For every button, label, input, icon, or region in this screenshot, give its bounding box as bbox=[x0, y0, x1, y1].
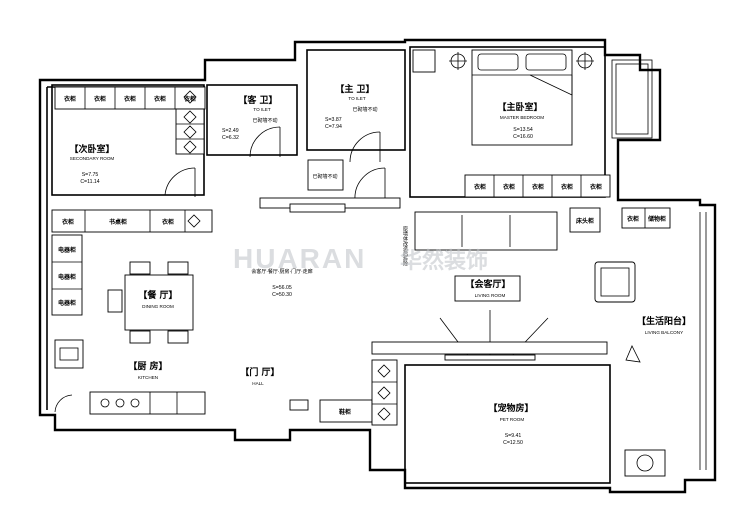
cabinet-label: 衣柜 bbox=[590, 183, 602, 191]
room-en: HALL bbox=[252, 381, 264, 386]
public-area-c: C=50.30 bbox=[272, 292, 292, 298]
kitchen-counter bbox=[89, 391, 206, 415]
room-en: TO ILET bbox=[253, 107, 270, 112]
sink bbox=[54, 339, 84, 369]
corridor-block: 已砌墙不动 bbox=[259, 159, 401, 213]
room-area: S=3.87 bbox=[325, 117, 342, 123]
room-area: S=2.49 bbox=[222, 128, 239, 134]
room-en: MASTER BEDROOM bbox=[500, 115, 544, 120]
watermark: HUARAN 华然装饰 bbox=[233, 243, 488, 274]
cabinet-label: 衣柜 bbox=[561, 183, 573, 191]
public-area-label: 会客厅·餐厅·厨房·门厅·走廊 bbox=[251, 268, 312, 275]
room-area: S=7.75 bbox=[82, 172, 99, 178]
cabinet-label: 衣柜 bbox=[532, 183, 544, 191]
armchair bbox=[594, 261, 636, 303]
room-name: 【次卧室】 bbox=[69, 143, 114, 155]
cabinet-label: 衣柜 bbox=[154, 95, 166, 103]
cabinet-label: 床头柜 bbox=[576, 217, 594, 225]
room-area: S=9.41 bbox=[505, 433, 522, 439]
pet-room: 【宠物房】 PET ROOM S=9.41 C=12.50 bbox=[404, 364, 611, 484]
room-en: LIVING ROOM bbox=[475, 293, 506, 298]
room-en: TO ILET bbox=[348, 96, 365, 101]
watermark-cjk: 华然装饰 bbox=[400, 248, 488, 274]
room-name: 【厨 房】 bbox=[128, 360, 167, 372]
wardrobe-master bbox=[464, 174, 611, 198]
door-swing bbox=[354, 167, 386, 201]
room-perimeter: C=12.50 bbox=[503, 440, 523, 446]
side-cabinet bbox=[175, 108, 205, 155]
room-en: DINING ROOM bbox=[142, 304, 174, 309]
wall-note-vertical: 原墙体改造后拆除 bbox=[402, 226, 408, 266]
room-perimeter: C=6.32 bbox=[222, 135, 239, 141]
room-name: 【主卧室】 bbox=[497, 101, 542, 113]
bed bbox=[471, 49, 573, 146]
guest-toilet: 【客 卫】 TO ILET 已砌墙不动 S=2.49 C=6.32 bbox=[206, 84, 298, 158]
cabinet-label: 衣柜 bbox=[124, 95, 136, 103]
room-perimeter: C=7.94 bbox=[325, 124, 342, 130]
storage-cabinet bbox=[371, 359, 398, 426]
cabinet-label: 衣柜 bbox=[503, 183, 515, 191]
cabinet-label: 书桌柜 bbox=[109, 218, 127, 226]
cabinet-label: 电器柜 bbox=[58, 273, 76, 281]
washing-machine bbox=[624, 449, 666, 477]
nightstand bbox=[412, 49, 436, 73]
watermark-latin: HUARAN bbox=[233, 243, 366, 274]
public-area: 会客厅·餐厅·厨房·门厅·走廊 S=56.05 C=50.30 bbox=[251, 268, 312, 298]
cabinet-label: 衣柜 bbox=[474, 183, 486, 191]
wall-note: 已砌墙不动 bbox=[252, 117, 277, 124]
hall: 【门 厅】 HALL 鞋柜 bbox=[240, 359, 398, 426]
master-bedroom: 【主卧室】 MASTER BEDROOM S=13.54 C=16.60 衣柜 … bbox=[409, 46, 653, 198]
room-name: 【主 卫】 bbox=[335, 83, 374, 95]
cabinet-label: 鞋柜 bbox=[339, 408, 351, 416]
dining-table bbox=[124, 274, 194, 331]
room-en: LIVING BALCONY bbox=[645, 330, 683, 335]
room-name: 【宠物房】 bbox=[488, 402, 533, 414]
cabinet-label: 衣柜 bbox=[94, 95, 106, 103]
cabinet-label: 电器柜 bbox=[58, 246, 76, 254]
door-swing bbox=[349, 131, 381, 163]
wall-note: 已砌墙不动 bbox=[352, 106, 377, 113]
cabinet-label: 衣柜 bbox=[162, 218, 174, 226]
cabinet-label: 衣柜 bbox=[64, 95, 76, 103]
cabinet-label: 电器柜 bbox=[58, 299, 76, 307]
room-en: SECONDARY ROOM bbox=[70, 156, 115, 161]
wardrobe-top bbox=[54, 86, 206, 110]
cabinet-label: 储物柜 bbox=[647, 215, 666, 223]
cabinet-label: 衣柜 bbox=[627, 215, 639, 223]
corridor-cabinets: 衣柜 书桌柜 衣柜 bbox=[51, 209, 213, 233]
dining-kitchen: 电器柜 电器柜 电器柜 【餐 厅】 DINING ROOM 【厨 房】 KITC… bbox=[51, 234, 206, 415]
room-name: 【会客厅】 bbox=[465, 278, 510, 290]
room-area: S=13.54 bbox=[513, 127, 533, 133]
master-toilet: 【主 卫】 TO ILET 已砌墙不动 S=3.87 C=7.94 bbox=[306, 49, 406, 163]
cabinet-label: 衣柜 bbox=[62, 218, 74, 226]
door-swing bbox=[249, 126, 281, 158]
room-perimeter: C=11.14 bbox=[80, 179, 99, 185]
room-en: PET ROOM bbox=[500, 417, 525, 422]
room-en: KITCHEN bbox=[138, 375, 158, 380]
room-name: 【生活阳台】 bbox=[637, 315, 691, 327]
room-name: 【餐 厅】 bbox=[138, 289, 177, 301]
public-area-s: S=56.05 bbox=[272, 285, 292, 291]
room-perimeter: C=16.60 bbox=[513, 134, 533, 140]
electric-cabinet bbox=[51, 234, 83, 316]
room-name: 【客 卫】 bbox=[238, 94, 277, 106]
secondary-bedroom: 衣柜 衣柜 衣柜 衣柜 衣柜 【次卧室】 SECONDARY ROOM S=7.… bbox=[51, 84, 206, 197]
cabinet-label: 衣柜 bbox=[184, 95, 196, 103]
room-name: 【门 厅】 bbox=[240, 366, 279, 378]
living-room: 床头柜 【会客厅】 LIVING ROOM bbox=[371, 207, 636, 361]
sofa bbox=[414, 211, 558, 251]
door-swing bbox=[164, 167, 196, 196]
wall-note: 已砌墙不动 bbox=[312, 173, 337, 180]
living-balcony: 衣柜 储物柜 【生活阳台】 LIVING BALCONY bbox=[621, 207, 707, 477]
